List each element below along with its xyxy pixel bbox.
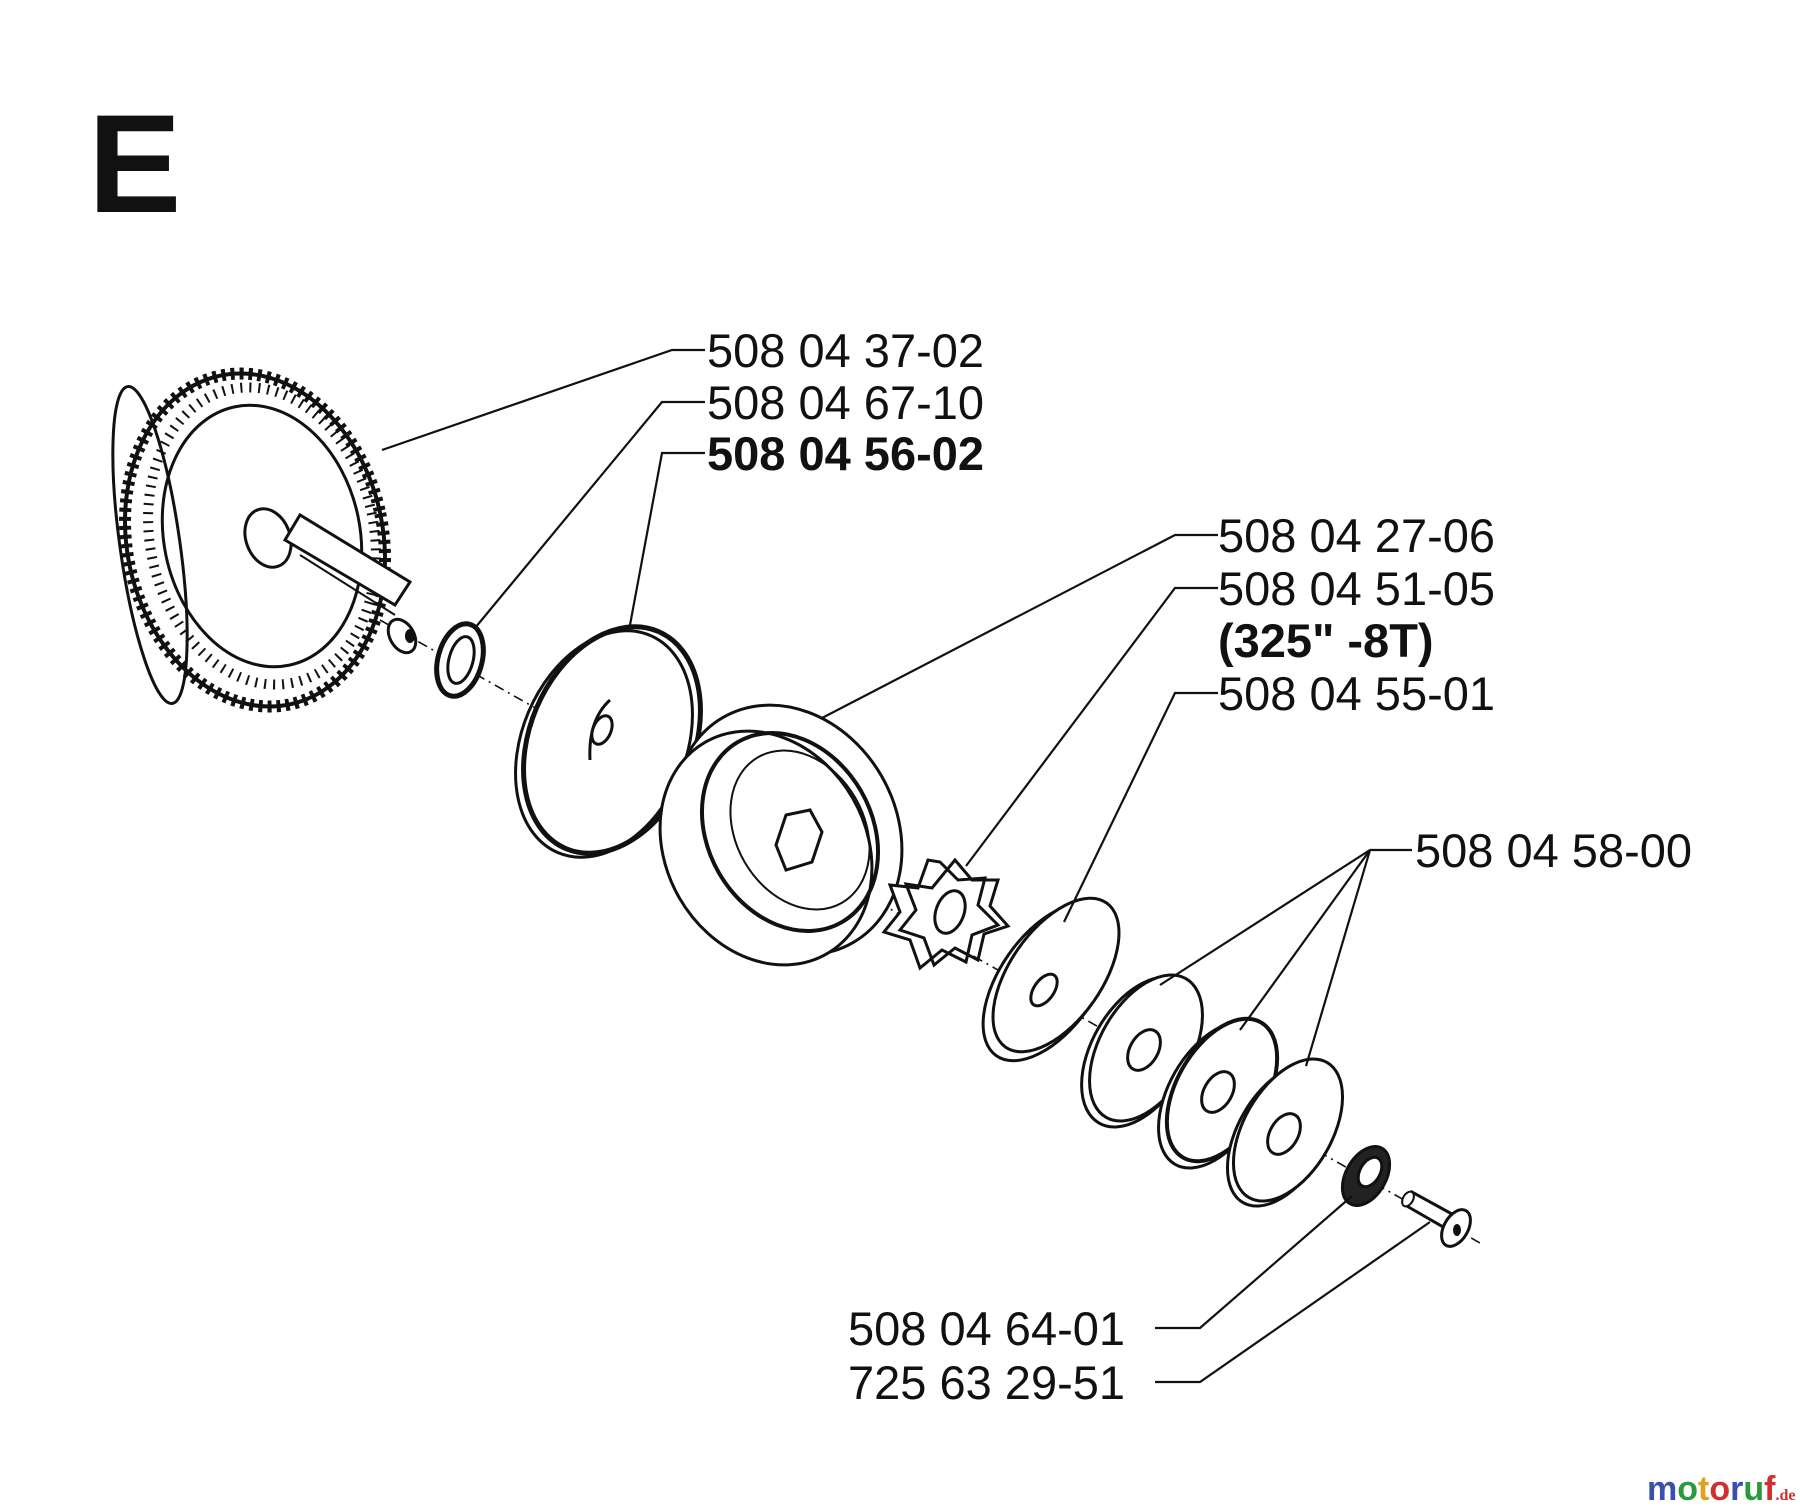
clutch-disc [514,624,703,859]
label-clutch-drum: 508 04 27-06 [1218,509,1495,562]
section-letter: E [88,85,181,242]
label-sprocket: 508 04 51-05 [1218,562,1495,615]
leader-spring-washer-2 [1239,849,1371,1031]
watermark-letter: o [1677,1470,1698,1508]
watermark-letter: u [1743,1470,1764,1508]
label-spring-washers: 508 04 58-00 [1415,824,1692,877]
leader-sprocket [965,586,1218,867]
label-washer: 508 04 67-10 [707,376,984,429]
bevel-gear [111,367,418,713]
watermark-suffix: .de [1775,1487,1795,1504]
leader-screw [1155,1221,1431,1384]
nut [1340,1145,1392,1207]
watermark-letter: r [1730,1470,1743,1508]
leader-clutch-drum [821,533,1218,719]
leader-clutch-disc [628,451,705,626]
clutch-drum [658,703,904,967]
thrust-washer [981,896,1121,1063]
label-bevel-gear: 508 04 37-02 [707,324,984,377]
leader-bevel-gear [381,348,705,452]
spring-washer-3 [1225,1057,1345,1208]
label-sprocket-note: (325" -8T) [1218,614,1434,667]
watermark-letter: t [1698,1470,1709,1508]
label-screw: 725 63 29-51 [848,1356,1125,1409]
watermark-letter: o [1709,1470,1730,1508]
watermark-logo: motoruf.de [1647,1470,1795,1508]
svg-text:motoruf.de: motoruf.de [1647,1470,1795,1508]
watermark-letter: f [1764,1470,1776,1508]
label-nut: 508 04 64-01 [848,1302,1125,1355]
washer [434,621,486,699]
sprocket [881,857,1011,971]
screw [1401,1189,1472,1248]
leader-nut [1155,1195,1353,1330]
leader-thrust-washer [1063,691,1218,923]
leader-washer [474,400,705,629]
leader-spring-washer-3 [1304,849,1372,1067]
label-clutch-disc: 508 04 56-02 [707,427,984,480]
watermark-letter: m [1647,1470,1677,1508]
label-thrust-washer: 508 04 55-01 [1218,667,1495,720]
